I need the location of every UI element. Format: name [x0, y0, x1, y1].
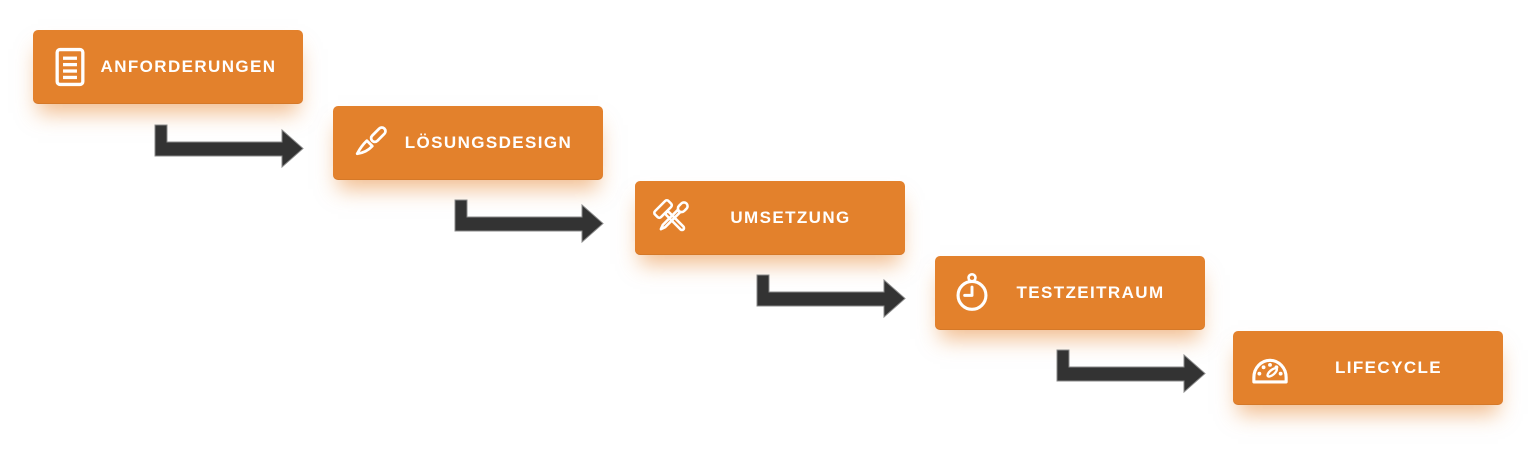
flow-arrow-1 — [154, 124, 304, 169]
stopwatch-icon — [950, 271, 994, 315]
flow-arrow-2 — [454, 199, 604, 244]
flow-arrow-3 — [756, 274, 906, 319]
flow-arrow-4 — [1056, 349, 1206, 394]
step-label: LIFECYCLE — [1334, 358, 1443, 377]
step-label: TESTZEITRAUM — [1016, 283, 1165, 302]
step-umsetzung: UMSETZUNG — [635, 181, 905, 255]
step-label: UMSETZUNG — [730, 208, 851, 227]
document-lines-icon — [48, 45, 92, 89]
step-label: ANFORDERUNGEN — [100, 57, 277, 76]
step-label: LÖSUNGSDESIGN — [404, 133, 573, 152]
step-testzeitraum: TESTZEITRAUM — [935, 256, 1205, 330]
step-anforderungen: ANFORDERUNGEN — [33, 30, 303, 104]
step-lifecycle: LIFECYCLE — [1233, 331, 1503, 405]
gauge-icon — [1248, 346, 1292, 390]
step-loesungsdesign: LÖSUNGSDESIGN — [333, 106, 603, 180]
crossed-tools-icon — [650, 196, 694, 240]
paintbrush-icon — [348, 121, 392, 165]
